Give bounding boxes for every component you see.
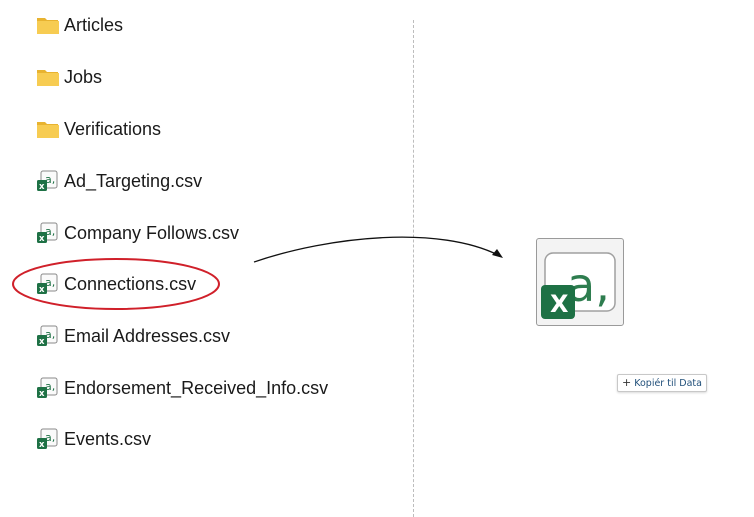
svg-text:a,: a, — [45, 225, 55, 238]
svg-text:x: x — [39, 337, 45, 347]
excel-csv-icon: a, x — [36, 377, 60, 399]
file-item-email-addresses[interactable]: a, x Email Addresses.csv — [36, 322, 230, 350]
copy-to-data-button[interactable]: + Kopiér til Data — [617, 374, 707, 392]
folder-item-jobs[interactable]: Jobs — [36, 63, 102, 91]
svg-text:a,: a, — [45, 431, 55, 444]
plus-icon: + — [622, 376, 632, 389]
excel-csv-icon: a, x — [36, 222, 60, 244]
svg-text:a,: a, — [45, 173, 55, 186]
folder-icon — [36, 14, 60, 36]
pane-divider — [413, 20, 414, 517]
file-item-ad-targeting[interactable]: a, x Ad_Targeting.csv — [36, 167, 202, 195]
file-name: Company Follows.csv — [64, 223, 240, 243]
file-name: Articles — [64, 15, 124, 35]
file-name: Email Addresses.csv — [64, 326, 231, 346]
svg-text:a,: a, — [45, 328, 55, 341]
file-item-connections[interactable]: a, x Connections.csv — [36, 270, 196, 298]
excel-csv-icon: a, x — [36, 170, 60, 192]
svg-text:x: x — [39, 182, 45, 192]
copy-label: Kopiér til Data — [634, 377, 702, 389]
svg-text:X: X — [550, 290, 569, 318]
file-name: Jobs — [64, 67, 103, 87]
file-name: Verifications — [64, 119, 162, 139]
file-item-events[interactable]: a, x Events.csv — [36, 425, 151, 453]
excel-csv-icon: a, x — [36, 428, 60, 450]
file-name: Ad_Targeting.csv — [64, 171, 203, 191]
excel-csv-icon: a, x — [36, 273, 60, 295]
excel-csv-icon: a, x — [36, 325, 60, 347]
svg-text:x: x — [39, 234, 45, 244]
folder-item-articles[interactable]: Articles — [36, 11, 123, 39]
svg-text:x: x — [39, 285, 45, 295]
excel-csv-large-icon[interactable]: a, X — [536, 238, 624, 326]
folder-item-verifications[interactable]: Verifications — [36, 115, 161, 143]
file-name: Endorsement_Received_Info.csv — [64, 378, 329, 398]
file-item-endorsement-received-info[interactable]: a, x Endorsement_Received_Info.csv — [36, 374, 328, 402]
file-name: Connections.csv — [64, 274, 197, 294]
folder-icon — [36, 66, 60, 88]
svg-text:a,: a, — [45, 380, 55, 393]
file-item-company-follows[interactable]: a, x Company Follows.csv — [36, 219, 239, 247]
file-name: Events.csv — [64, 429, 152, 449]
svg-text:x: x — [39, 440, 45, 450]
svg-text:x: x — [39, 389, 45, 399]
folder-icon — [36, 118, 60, 140]
